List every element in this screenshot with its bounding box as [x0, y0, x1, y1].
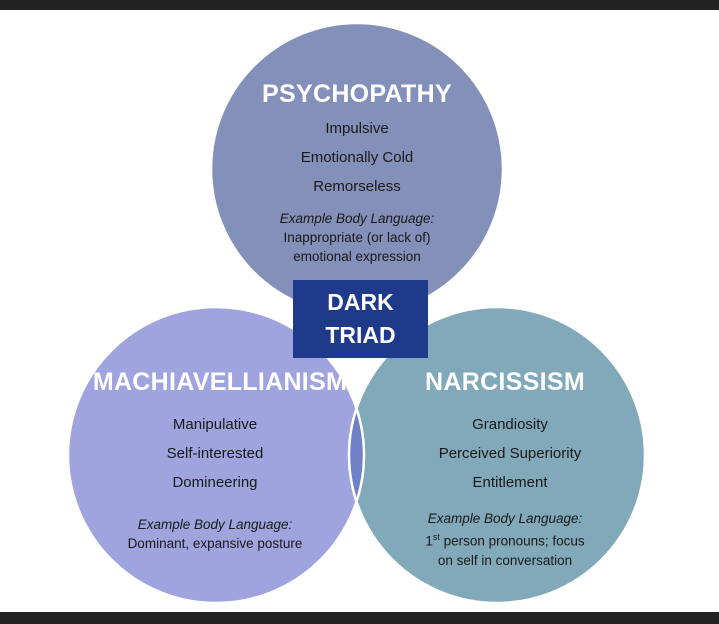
example-label: Example Body Language:	[137, 517, 293, 532]
example-text: person pronouns; focus	[439, 533, 585, 549]
trait: Impulsive	[325, 120, 389, 137]
narcissism-traits: Grandiosity Perceived Superiority Entitl…	[400, 410, 620, 497]
example-label: Example Body Language:	[427, 511, 583, 526]
example-line: Dominant, expansive posture	[127, 536, 303, 551]
example-label: Example Body Language:	[279, 211, 435, 226]
trait: Perceived Superiority	[438, 445, 582, 462]
ordinal-number: 1	[425, 533, 433, 549]
machiavellianism-title: MACHIAVELLIANISM	[92, 368, 348, 396]
trait: Entitlement	[472, 474, 548, 491]
example-line: emotional expression	[293, 249, 421, 264]
example-line: on self in conversation	[437, 552, 573, 568]
psychopathy-example: Example Body Language: Inappropriate (or…	[237, 209, 477, 266]
example-line: Inappropriate (or lack of)	[283, 230, 431, 245]
narcissism-example: Example Body Language: 1st person pronou…	[390, 509, 620, 570]
bottom-bar	[0, 612, 719, 624]
trait: Self-interested	[166, 445, 264, 462]
trait: Remorseless	[313, 178, 401, 195]
example-line: 1st person pronouns; focus	[390, 528, 620, 551]
psychopathy-traits: Impulsive Emotionally Cold Remorseless	[247, 114, 467, 201]
circle-psychopathy	[211, 23, 503, 315]
dark-triad-line1: DARK	[327, 289, 394, 315]
outline-narcissism	[347, 305, 647, 605]
machiavellianism-example: Example Body Language: Dominant, expansi…	[90, 515, 340, 553]
outline-machiavellianism	[66, 305, 366, 605]
psychopathy-title: PSYCHOPATHY	[262, 80, 452, 108]
dark-triad-box: DARK TRIAD	[293, 280, 428, 358]
top-bar	[0, 0, 719, 10]
circle-machiavellianism	[68, 307, 364, 603]
trait: Domineering	[172, 474, 258, 491]
trait: Grandiosity	[472, 416, 548, 433]
ordinal-suffix: st	[432, 532, 440, 542]
trait: Manipulative	[172, 416, 258, 433]
dark-triad-line2: TRIAD	[325, 322, 396, 348]
trait: Emotionally Cold	[300, 149, 414, 166]
machiavellianism-traits: Manipulative Self-interested Domineering	[100, 410, 330, 497]
circle-narcissism	[349, 307, 645, 603]
narcissism-title: NARCISSISM	[425, 368, 585, 396]
